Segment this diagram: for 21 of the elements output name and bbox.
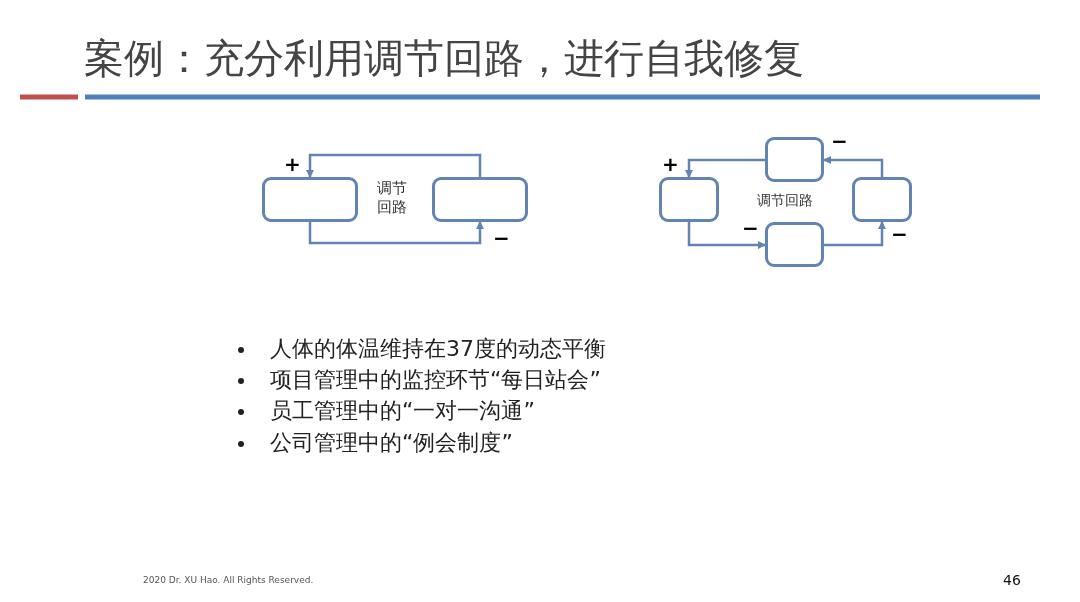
- process-box: [262, 177, 358, 222]
- arrow: [824, 221, 886, 247]
- arrow: [306, 153, 482, 178]
- process-box: [432, 177, 528, 222]
- page-number: 46: [1003, 572, 1021, 588]
- arrow: [687, 222, 766, 249]
- arrow: [308, 221, 484, 245]
- process-box: [765, 222, 824, 267]
- process-box: [852, 177, 912, 222]
- loop-label: 调节回路: [757, 191, 813, 209]
- process-box: [765, 137, 824, 182]
- copyright-note: 2020 Dr. XU Hao. All Rights Reserved.: [143, 574, 314, 586]
- process-box: [659, 177, 719, 222]
- bullet-text: 项目管理中的监控环节“每日站会”: [270, 366, 601, 394]
- arrow: [823, 156, 884, 177]
- bullet-text: 人体的体温维持在37度的动态平衡: [270, 335, 606, 363]
- loop-label: 调节回路: [377, 179, 408, 217]
- bullet-text: 员工管理中的“一对一沟通”: [270, 397, 535, 425]
- bullet-text: 公司管理中的“例会制度”: [270, 429, 513, 457]
- title: 案例：充分利用调节回路，进行自我修复: [84, 36, 804, 80]
- arrow: [685, 158, 765, 178]
